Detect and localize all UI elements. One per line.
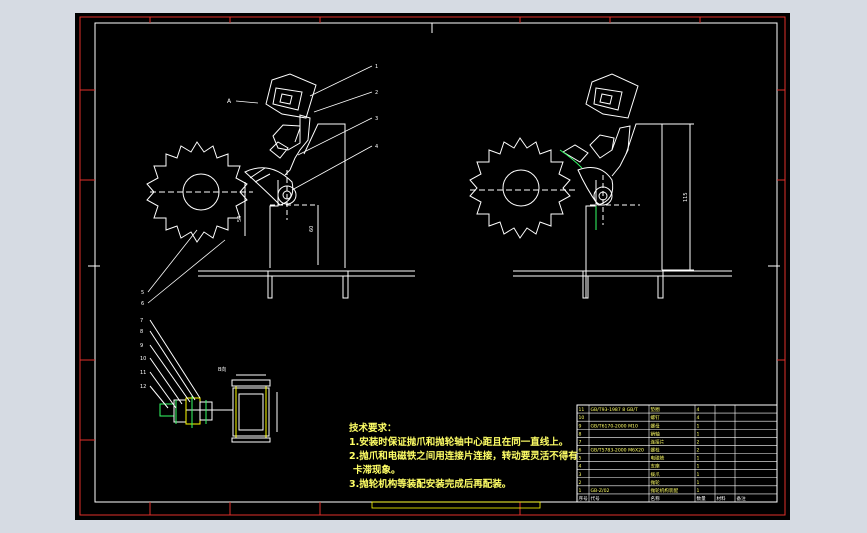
left-assembly	[146, 73, 415, 299]
title-block-header-cell: 序号	[579, 495, 589, 502]
title-block-cell: 2	[579, 480, 582, 486]
b-view	[149, 319, 278, 443]
right-saw-wheel	[469, 137, 571, 239]
title-block-cell: 5	[579, 456, 582, 462]
note-line-3: 卡滞现象。	[353, 465, 401, 476]
title-block-cell: 垫圈	[651, 406, 661, 413]
callout-1: 1	[375, 64, 378, 70]
technical-notes: 技术要求： 1.安装时保证抛爪和抛轮轴中心距且在同一直线上。 2.抛爪和电磁铁之…	[349, 422, 578, 492]
left-leaders	[147, 65, 373, 304]
title-block-cell: 10	[579, 415, 585, 421]
title-block-header-cell: 名称	[651, 495, 661, 502]
notes-title: 技术要求：	[349, 423, 397, 434]
callout-6: 6	[141, 301, 144, 307]
title-block-cell: 销轴	[651, 430, 661, 437]
note-line-2: 2.抛爪和电磁铁之间用连接片连接，转动要灵活不得有	[349, 451, 578, 462]
title-block-cell: 1	[697, 480, 700, 486]
callout-4: 4	[375, 144, 378, 150]
title-block-cell: GB/T6170-2000 M10	[591, 423, 638, 429]
center-marks	[88, 23, 780, 267]
callout-11: 11	[140, 370, 146, 376]
right-assembly	[469, 73, 732, 299]
title-block-cell: 拨爪	[651, 471, 661, 478]
left-dims: 54 60	[237, 216, 315, 232]
title-block-header-cell: 备注	[737, 495, 747, 502]
title-block-cell: GB/T5783-2000 M6X20	[591, 448, 645, 454]
title-block-cell: 2	[697, 439, 700, 445]
title-block-cell: 螺栓	[651, 447, 661, 454]
dim-1: 54	[237, 216, 243, 222]
drawing-sheet	[75, 13, 790, 520]
title-block-cell: 螺母	[651, 422, 661, 429]
title-block-cell: 连接片	[651, 438, 665, 445]
callout-8: 8	[140, 329, 143, 335]
title-block-cell: 9	[579, 423, 582, 429]
title-block-cell: 4	[697, 407, 700, 413]
b-view-labels: 7 8 9 10 11 12 B向	[140, 318, 226, 390]
title-block-cell: 1	[579, 488, 582, 494]
title-block-cell: GB/T93-1987 8 GB/T	[591, 407, 638, 413]
title-block-cell: 螺钉	[651, 414, 661, 421]
title-block-cell: 1	[697, 423, 700, 429]
frame-ticks	[80, 17, 785, 515]
title-block-cell: 1	[697, 456, 700, 462]
title-block-cell: 6	[579, 448, 582, 454]
title-block-cell: 11	[579, 407, 585, 413]
left-callout-labels: 1 2 3 4 5 6	[141, 64, 378, 307]
title-block-header-cell: 材料	[717, 495, 727, 502]
callout-10: 10	[140, 356, 146, 362]
title-block-cell: 电磁铁	[651, 455, 665, 462]
title-block-cell: 1	[697, 472, 700, 478]
title-block-cell: 1	[697, 431, 700, 437]
callout-3: 3	[375, 116, 378, 122]
title-block-cell: 抛轮	[651, 479, 661, 486]
callout-7: 7	[140, 318, 143, 324]
note-line-1: 1.安装时保证抛爪和抛轮轴中心距且在同一直线上。	[349, 437, 569, 448]
title-block-cell: 7	[579, 439, 582, 445]
title-block-cell: 1	[697, 488, 700, 494]
callout-5: 5	[141, 290, 144, 296]
title-block-cell: 1	[697, 464, 700, 470]
callout-2: 2	[375, 90, 378, 96]
title-block-cell: 8	[579, 431, 582, 437]
title-block-cell: GB-Z/02	[591, 488, 610, 494]
callout-12: 12	[140, 384, 146, 390]
outer-border	[79, 16, 786, 516]
callout-9: 9	[140, 343, 143, 349]
b-view-label: B向	[218, 366, 226, 373]
title-block-header-cell: 数量	[697, 495, 707, 502]
title-block-cell: 4	[579, 464, 582, 470]
title-block-cell: 抛轮机构装配	[651, 487, 679, 494]
section-mark: A	[227, 98, 232, 105]
title-block-header-cell: 代号	[591, 495, 601, 502]
title-block-cell: 支座	[651, 463, 661, 470]
dim-3: 115	[683, 192, 689, 202]
title-block-cell: 2	[697, 448, 700, 454]
title-block-cell: 3	[579, 472, 582, 478]
dim-2: 60	[309, 226, 315, 232]
title-block-cell: 4	[697, 415, 700, 421]
right-dims: 115	[683, 192, 689, 202]
section-labels: A	[227, 98, 259, 105]
note-line-4: 3.抛轮机构等装配安装完成后再配装。	[349, 479, 512, 490]
